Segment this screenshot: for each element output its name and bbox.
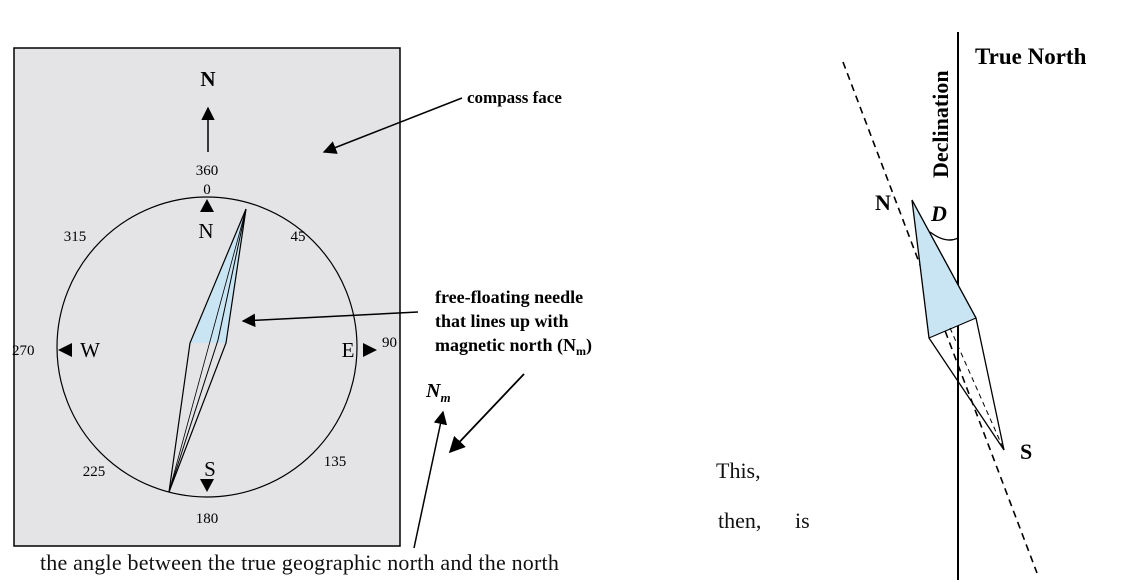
- needle-label-pointer: [241, 311, 419, 328]
- body-text-fragment-1: This,: [716, 458, 761, 483]
- magnetic-north-pointer: [448, 373, 525, 454]
- magnetic-north-label: Nm: [425, 380, 451, 405]
- cardinal-w: W: [80, 338, 100, 362]
- degree-90: 90: [382, 335, 397, 351]
- declination-needle-north-half: [912, 200, 976, 338]
- cardinal-e: E: [342, 338, 355, 362]
- compass-face-label: compass face: [467, 88, 562, 107]
- south-marker-triangle: [200, 479, 214, 492]
- declination-south-label: S: [1020, 439, 1032, 464]
- declination-angle-arc: [929, 231, 959, 241]
- east-marker-triangle: [363, 343, 377, 357]
- declination-angle-label: D: [930, 201, 947, 226]
- compass-face-pointer: [322, 97, 463, 154]
- declination-needle-cross: [928, 317, 977, 339]
- declination-needle: [911, 199, 1005, 451]
- degree-135: 135: [324, 454, 347, 470]
- true-north-label: True North: [975, 44, 1087, 69]
- degree-360: 360: [196, 163, 219, 179]
- north-marker-triangle: [200, 199, 214, 212]
- compass-needle: [168, 208, 247, 493]
- declination-label: Declination: [928, 70, 953, 178]
- magnetic-north-subscript: m: [440, 390, 450, 405]
- degree-180: 180: [196, 511, 219, 527]
- needle-label-line-3: magnetic north (Nm): [435, 335, 592, 358]
- degree-0: 0: [203, 182, 211, 198]
- west-marker-triangle: [58, 343, 72, 357]
- needle-center-line-2: [168, 339, 219, 493]
- body-text-fragment-2: then,: [718, 508, 762, 533]
- needle-label-line-1: free-floating needle: [435, 287, 583, 307]
- declination-figure: True North Declination D N S: [842, 32, 1087, 580]
- degree-270: 270: [12, 343, 35, 359]
- compass-figure: N compass face 360 0 45 315 90 270 135 2…: [12, 47, 592, 549]
- body-text-line: the angle between the true geographic no…: [40, 550, 560, 575]
- needle-label-line-2: that lines up with: [435, 311, 569, 331]
- degree-225: 225: [83, 464, 106, 480]
- declination-needle-lower-dash: [949, 327, 1005, 451]
- magnetic-north-letter: N: [425, 380, 442, 402]
- compass-dial: [56, 196, 358, 498]
- declination-north-label: N: [875, 190, 891, 215]
- magnetic-north-arrow: [413, 410, 448, 549]
- needle-center-line-3: [168, 208, 247, 493]
- needle-label-close: ): [586, 335, 592, 356]
- body-text-fragment-3: is: [795, 508, 810, 533]
- needle-center-line-1: [217, 208, 247, 341]
- compass-panel: [13, 47, 401, 547]
- degree-315: 315: [64, 229, 87, 245]
- needle-label-line-3-main: magnetic north (N: [435, 335, 576, 356]
- degree-45: 45: [291, 229, 306, 245]
- cardinal-n: N: [198, 219, 213, 243]
- cardinal-s: S: [204, 457, 216, 481]
- needle-label-subscript: m: [576, 344, 586, 358]
- north-label: N: [200, 67, 215, 91]
- declination-needle-center-line: [911, 199, 977, 319]
